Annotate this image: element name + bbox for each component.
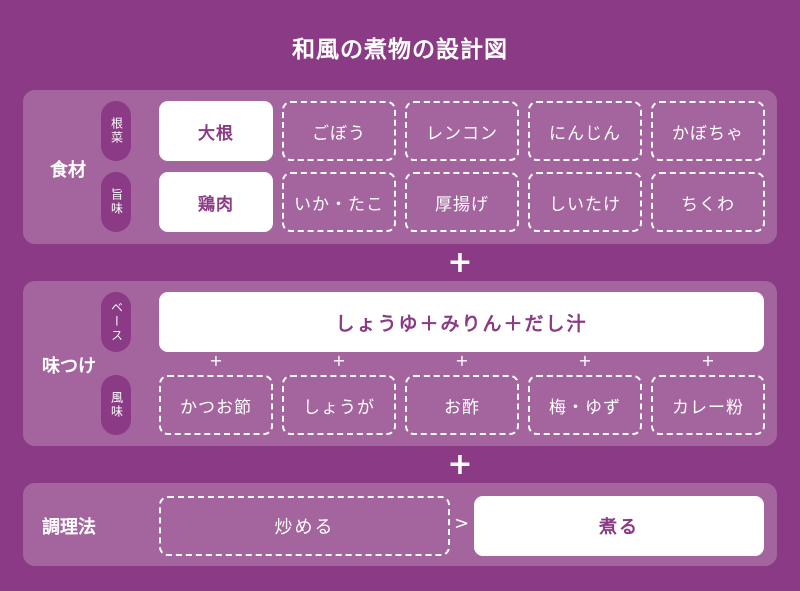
root-item: レンコン: [405, 101, 519, 161]
flavor-item: カレー粉: [651, 375, 765, 435]
umami-item: ちくわ: [651, 172, 765, 232]
method-label: 調理法: [42, 517, 96, 538]
plus-sign: +: [332, 351, 346, 370]
root-item: にんじん: [528, 101, 642, 161]
flavor-item: 梅・ゆず: [528, 375, 642, 435]
flavor-item: しょうが: [282, 375, 396, 435]
arrow-right-icon: >: [454, 513, 470, 534]
plus-sign: +: [455, 351, 469, 370]
root-item: かぼちゃ: [651, 101, 765, 161]
umami-item: しいたけ: [528, 172, 642, 232]
flavor-item: かつお節: [159, 375, 273, 435]
umami-item: いか・たこ: [282, 172, 396, 232]
root-vegetable-tag: 根菜: [101, 101, 131, 161]
umami-item: 鶏肉: [159, 172, 273, 232]
flavor-item: お酢: [405, 375, 519, 435]
base-seasoning-box: しょうゆ＋みりん＋だし汁: [159, 292, 764, 352]
ingredients-label: 食材: [50, 160, 86, 181]
seasoning-label: 味つけ: [42, 356, 96, 377]
diagram-title: 和風の煮物の設計図: [292, 37, 508, 63]
plus-sign: +: [209, 351, 223, 370]
umami-tag: 旨味: [101, 172, 131, 232]
stir-fry-option: 炒める: [159, 496, 450, 556]
root-item: 大根: [159, 101, 273, 161]
plus-sign: +: [447, 447, 473, 482]
plus-sign: +: [447, 245, 473, 280]
root-item: ごぼう: [282, 101, 396, 161]
simmer-option: 煮る: [474, 496, 764, 556]
flavor-tag: 風味: [101, 375, 131, 435]
plus-sign: +: [701, 351, 715, 370]
plus-sign: +: [578, 351, 592, 370]
umami-item: 厚揚げ: [405, 172, 519, 232]
base-tag: ベース: [101, 292, 131, 352]
